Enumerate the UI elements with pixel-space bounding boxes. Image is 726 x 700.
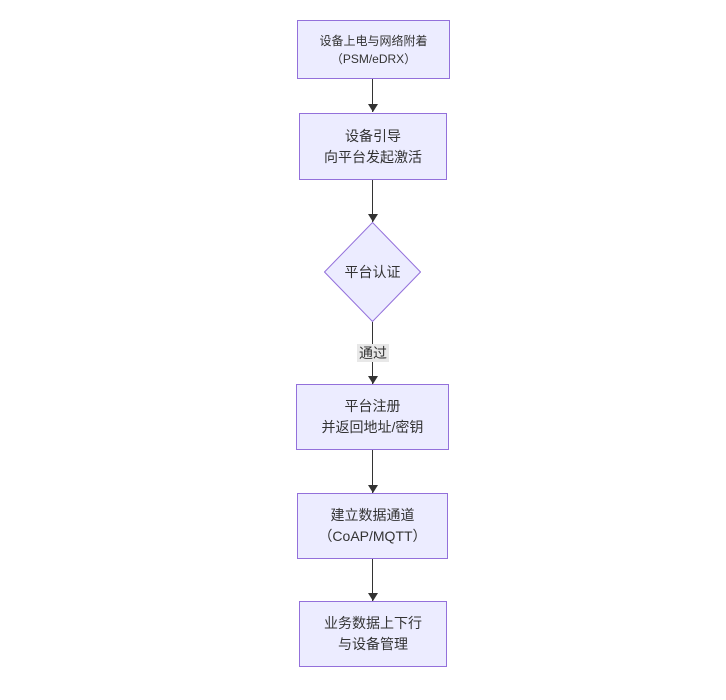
arrowhead-icon bbox=[367, 593, 378, 601]
node-text-line: 与设备管理 bbox=[338, 636, 408, 652]
node-platform-register: 平台注册 并返回地址/密钥 bbox=[296, 384, 449, 450]
node-text-line: 平台注册 bbox=[344, 398, 401, 414]
diamond-shape bbox=[324, 222, 421, 322]
node-text-line: （CoAP/MQTT） bbox=[318, 528, 427, 544]
arrowhead-icon bbox=[367, 214, 378, 222]
arrowhead-icon bbox=[367, 104, 378, 112]
flow-arrow bbox=[367, 79, 378, 112]
node-data-channel: 建立数据通道 （CoAP/MQTT） bbox=[297, 493, 448, 559]
decision-label: 平台认证 bbox=[344, 264, 401, 280]
arrowhead-icon bbox=[367, 376, 378, 384]
node-text-line: （PSM/eDRX） bbox=[330, 51, 417, 66]
node-text-line: 向平台发起激活 bbox=[324, 148, 422, 165]
flow-arrow bbox=[367, 559, 378, 601]
node-bootstrap-activate: 设备引导 向平台发起激活 bbox=[299, 113, 447, 180]
node-text-line: 业务数据上下行 bbox=[324, 615, 422, 631]
node-text-line: 并返回地址/密钥 bbox=[321, 419, 424, 435]
node-text-line: 设备引导 bbox=[345, 127, 401, 144]
node-text-line: 建立数据通道 bbox=[330, 507, 415, 523]
node-text-line: 设备上电与网络附着 bbox=[319, 33, 428, 48]
node-power-attach: 设备上电与网络附着 （PSM/eDRX） bbox=[297, 20, 450, 79]
flow-arrow bbox=[367, 180, 378, 222]
arrowhead-icon bbox=[367, 485, 378, 493]
decision-platform-auth: 平台认证 bbox=[324, 222, 421, 322]
edge-label-pass: 通过 bbox=[357, 344, 389, 362]
node-business-data: 业务数据上下行 与设备管理 bbox=[299, 601, 447, 667]
flow-arrow bbox=[367, 450, 378, 493]
